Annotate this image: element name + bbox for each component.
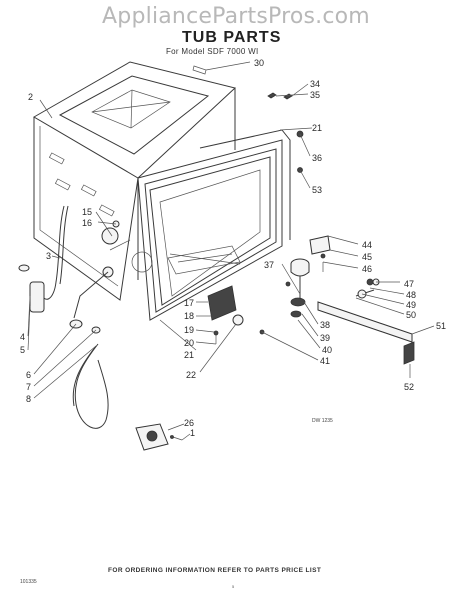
callout-26: 26 (184, 418, 194, 428)
lower-components (135, 285, 244, 451)
fill-hose-assembly (18, 205, 120, 429)
leader-lines (27, 61, 435, 441)
callout-46: 46 (362, 264, 372, 274)
callout-39: 39 (320, 333, 330, 343)
callout-7: 7 (26, 382, 31, 392)
callout-6: 6 (26, 370, 31, 380)
callout-19: 19 (184, 325, 194, 335)
callout-18: 18 (184, 311, 194, 321)
callout-21-lower: 21 (184, 350, 194, 360)
callout-50: 50 (406, 310, 416, 320)
callout-36: 36 (312, 153, 322, 163)
tub-body (33, 61, 237, 301)
callout-8: 8 (26, 394, 31, 404)
callout-51: 51 (436, 321, 446, 331)
diagram-subtitle: For Model SDF 7000 WI (166, 47, 259, 56)
callout-5: 5 (20, 345, 25, 355)
callout-4: 4 (20, 332, 25, 342)
callout-21-upper: 21 (312, 123, 322, 133)
callout-47: 47 (404, 279, 414, 289)
left-code: 101335 (20, 579, 37, 585)
callout-48: 48 (406, 290, 416, 300)
callout-35: 35 (310, 90, 320, 100)
diagram-title: TUB PARTS (182, 29, 282, 46)
callout-1: 1 (190, 428, 195, 438)
door-gasket (131, 129, 291, 321)
drawing-code: DW 1235 (312, 418, 333, 424)
callout-52: 52 (404, 382, 414, 392)
callout-15: 15 (82, 207, 92, 217)
callout-22: 22 (186, 370, 196, 380)
callout-3: 3 (46, 251, 51, 261)
callout-34: 34 (310, 79, 320, 89)
callout-2: 2 (28, 92, 33, 102)
callout-45: 45 (362, 252, 372, 262)
callout-40: 40 (322, 345, 332, 355)
callout-labels: 1 2 3 4 5 6 7 8 15 16 17 18 19 20 21 21 … (20, 58, 446, 438)
page-number: 5 (232, 584, 235, 589)
callout-44: 44 (362, 240, 372, 250)
callout-20: 20 (184, 338, 194, 348)
right-components (192, 65, 415, 365)
callout-38: 38 (320, 320, 330, 330)
callout-16: 16 (82, 218, 92, 228)
callout-17: 17 (184, 298, 194, 308)
ordering-footer: FOR ORDERING INFORMATION REFER TO PARTS … (108, 567, 322, 574)
callout-53: 53 (312, 185, 322, 195)
callout-37: 37 (264, 260, 274, 270)
callout-41: 41 (320, 356, 330, 366)
watermark-text: AppliancePartsPros.com (102, 4, 370, 29)
callout-49: 49 (406, 300, 416, 310)
callout-30: 30 (254, 58, 264, 68)
